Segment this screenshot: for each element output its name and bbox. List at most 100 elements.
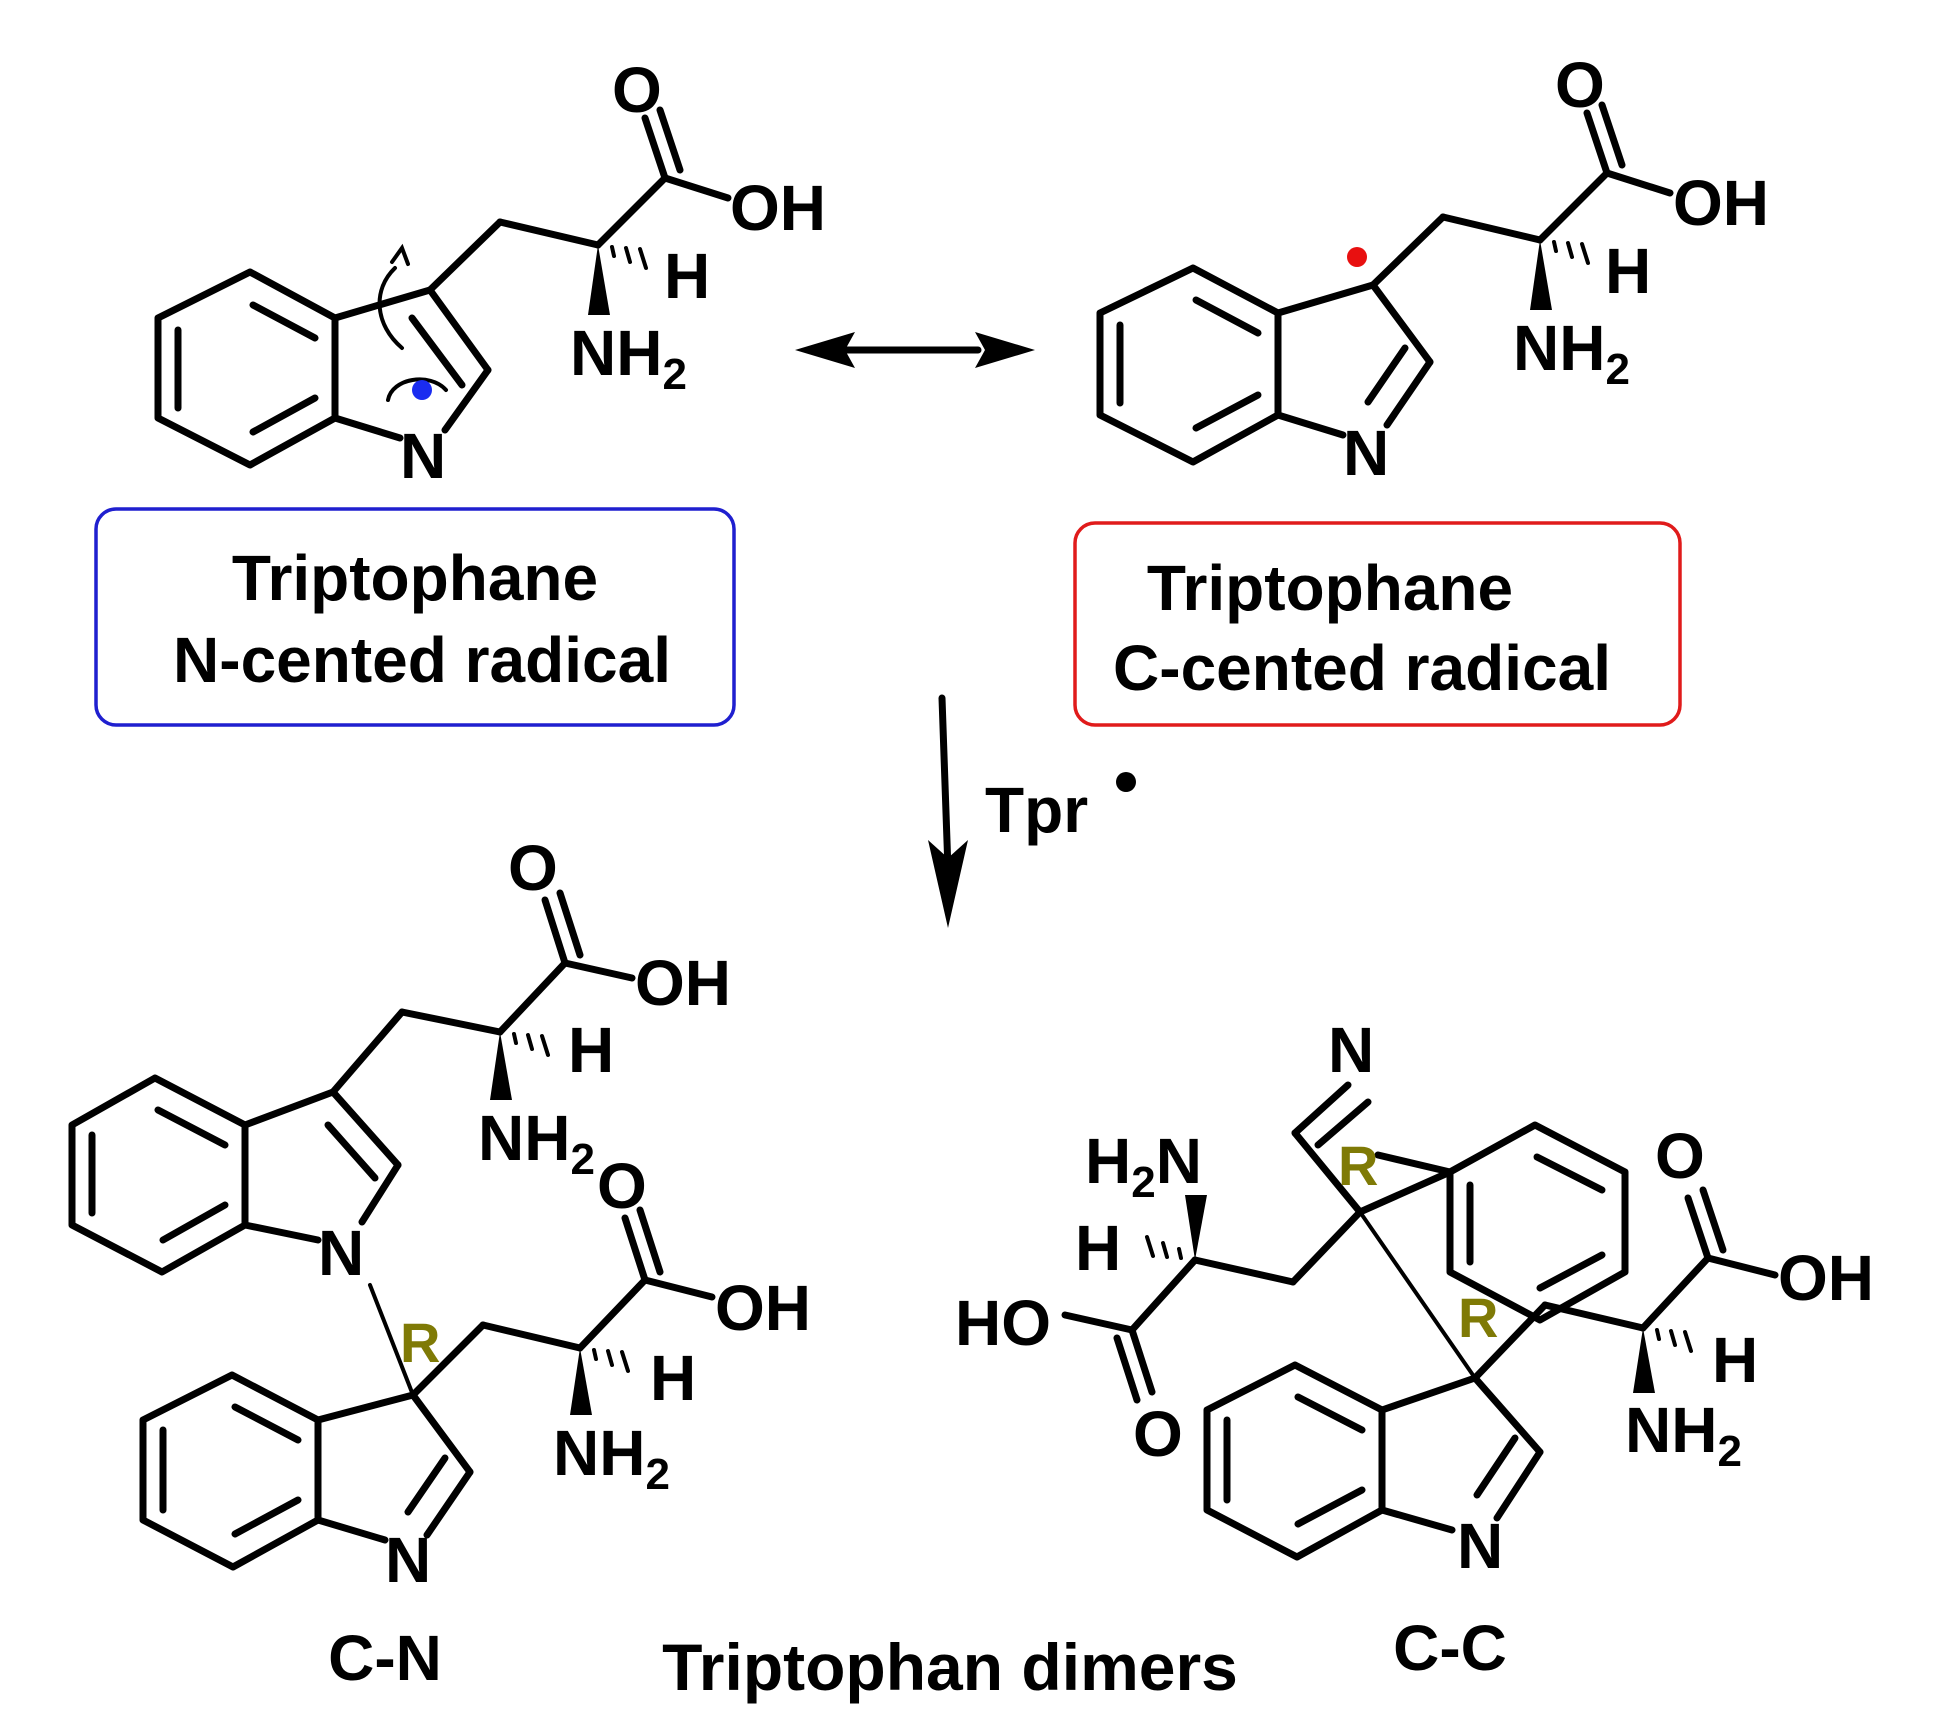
box-title: Triptophane	[232, 542, 598, 614]
wedge-bond	[1633, 1328, 1655, 1393]
benzene-ring	[1446, 1121, 1629, 1324]
hash-bond	[512, 1032, 550, 1057]
tryptophan-c-radical: N O OH H NH2	[1096, 49, 1769, 489]
double-bond	[408, 314, 466, 389]
bond	[331, 414, 404, 442]
hash-bond	[592, 1348, 630, 1373]
bond	[479, 1321, 584, 1352]
atom-h: H	[1605, 235, 1651, 307]
bond	[1471, 1301, 1549, 1382]
aromatic-bond	[1192, 296, 1262, 337]
double-headed-arrow-icon	[795, 332, 1035, 368]
bond	[561, 959, 636, 982]
atom-oh: OH	[635, 947, 731, 1019]
bond	[1541, 1301, 1647, 1332]
aromatic-bond	[1294, 1393, 1366, 1434]
bond	[331, 286, 434, 322]
hash-bond	[1552, 240, 1590, 265]
radical-dot-icon	[1347, 247, 1367, 267]
double-bond	[1314, 1098, 1372, 1149]
arrow-head	[390, 243, 410, 266]
bond	[1471, 1374, 1544, 1456]
bond	[1603, 169, 1674, 197]
aromatic-bond	[159, 1201, 229, 1244]
aromatic-bond	[249, 301, 319, 342]
bond	[426, 286, 492, 374]
curved-arrow-icon	[386, 377, 448, 402]
bond	[1639, 1254, 1712, 1332]
atom-h2n: H2N	[1085, 1125, 1202, 1207]
bond	[1536, 169, 1611, 244]
bond	[358, 1161, 402, 1226]
c-c-link-bond	[1358, 1210, 1477, 1380]
bond	[496, 959, 569, 1036]
bond	[426, 218, 504, 294]
bond	[1274, 411, 1347, 439]
hash-bond	[1145, 1235, 1183, 1260]
radical-dot-icon	[412, 380, 432, 400]
wedge-bond	[1530, 240, 1552, 310]
aromatic-bond	[1536, 1251, 1606, 1292]
bond	[576, 1276, 649, 1352]
atom-ho: HO	[955, 1287, 1051, 1359]
bond	[496, 218, 602, 249]
bond	[1291, 1129, 1364, 1216]
box-subtitle: N-cented radical	[173, 624, 671, 696]
radical-dot-icon	[1116, 772, 1136, 792]
hash-bond	[1655, 1328, 1693, 1353]
bond	[661, 174, 732, 202]
bond	[1493, 1448, 1544, 1522]
atom-n: N	[1328, 1014, 1374, 1086]
stereo-label-r: R	[1338, 1134, 1378, 1197]
bond	[1356, 1168, 1454, 1216]
atom-nh2: NH2	[570, 317, 687, 399]
c-radical-box: Triptophane C-cented radical	[1073, 521, 1682, 727]
benzene-ring	[139, 1371, 322, 1571]
bond	[409, 1391, 474, 1476]
double-bond	[324, 1121, 379, 1182]
aromatic-bond	[249, 394, 319, 436]
wedge-bond	[490, 1032, 512, 1100]
bond	[641, 114, 669, 182]
bond	[1291, 1081, 1352, 1137]
atom-oh: OH	[730, 172, 826, 244]
tryptophan-n-radical: N O OH H NH2	[154, 54, 826, 492]
atom-h: H	[1712, 1324, 1758, 1396]
atom-oh: OH	[715, 1272, 811, 1344]
double-bond	[1598, 101, 1626, 169]
benzene-ring	[1096, 264, 1282, 466]
down-arrow-icon	[928, 694, 968, 928]
aromatic-bond	[1533, 1153, 1606, 1194]
bond	[1583, 109, 1611, 177]
bond	[1061, 1311, 1136, 1334]
bond	[641, 1276, 716, 1301]
cc-dimer: N R H2N H HO O N R	[955, 1014, 1874, 1582]
reagent-label: Tpr	[985, 774, 1088, 846]
double-bond	[556, 889, 584, 959]
wedge-bond	[1185, 1195, 1207, 1260]
double-bond	[1113, 1334, 1141, 1404]
atom-n: N	[1343, 417, 1389, 489]
bond	[441, 366, 492, 434]
box-title: Triptophane	[1147, 552, 1513, 624]
aromatic-bond	[1294, 1486, 1366, 1528]
bond	[1128, 1256, 1199, 1334]
bond	[621, 1214, 649, 1284]
atom-o: O	[1555, 49, 1605, 121]
bond	[594, 174, 669, 249]
atom-o: O	[1133, 1398, 1183, 1470]
bond	[329, 1088, 402, 1169]
wedge-bond	[588, 245, 610, 315]
bond	[1684, 1194, 1712, 1262]
hash-bond	[610, 245, 648, 270]
double-bond	[404, 1454, 449, 1516]
bond	[241, 1221, 322, 1244]
bond	[1378, 1506, 1456, 1534]
double-bond	[1364, 344, 1409, 406]
aromatic-bond	[1192, 391, 1262, 432]
atom-oh: OH	[1778, 1242, 1874, 1314]
double-bond	[1699, 1186, 1727, 1254]
stereo-label-r: R	[400, 1311, 440, 1374]
atom-n: N	[1457, 1510, 1503, 1582]
double-bond	[1473, 1434, 1519, 1499]
